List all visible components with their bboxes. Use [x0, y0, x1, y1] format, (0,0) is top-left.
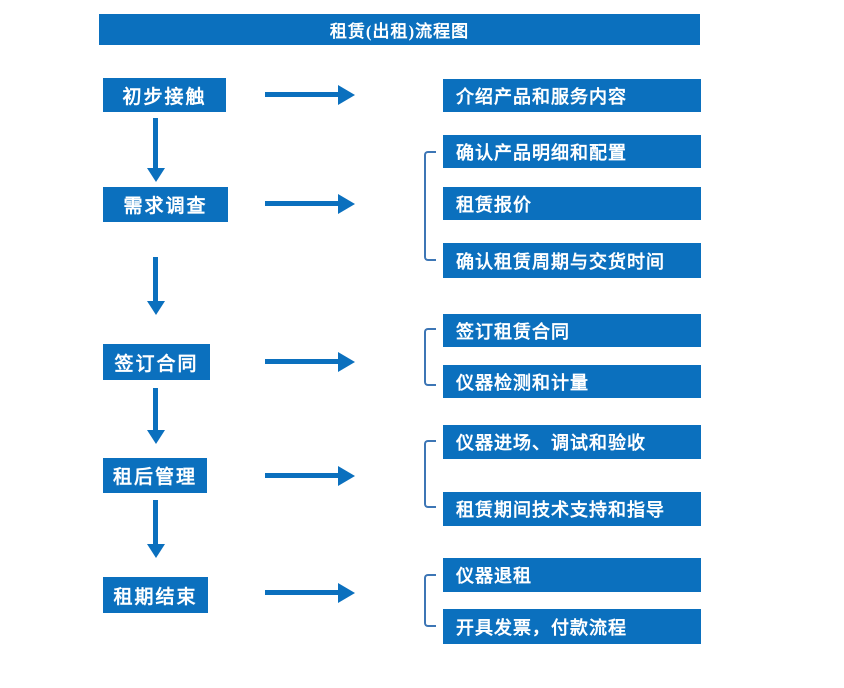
detail-box-sign-rental-contract: 签订租赁合同	[443, 314, 701, 347]
group-bracket-lease-end	[424, 574, 436, 627]
arrow-head-icon	[147, 301, 165, 315]
arrow-head-icon	[338, 352, 355, 372]
arrow-head-icon	[147, 544, 165, 558]
detail-box-confirm-period-delivery: 确认租赁周期与交货时间	[443, 243, 701, 278]
down-arrow-4	[147, 500, 165, 558]
detail-box-instrument-setup-acceptance: 仪器进场、调试和验收	[443, 425, 701, 459]
detail-box-rental-quote: 租赁报价	[443, 187, 701, 220]
arrow-shaft	[153, 388, 158, 432]
arrow-head-icon	[338, 583, 355, 603]
arrow-head-icon	[147, 168, 165, 182]
title-bar: 租赁(出租)流程图	[99, 14, 700, 45]
down-arrow-1	[147, 118, 165, 182]
right-arrow-2	[265, 194, 355, 214]
step-box-demand-survey: 需求调查	[103, 187, 228, 222]
group-bracket-post-rental	[424, 440, 436, 508]
detail-box-instrument-testing: 仪器检测和计量	[443, 365, 701, 398]
detail-box-confirm-product-config: 确认产品明细和配置	[443, 135, 701, 168]
page-title: 租赁(出租)流程图	[329, 22, 470, 41]
down-arrow-3	[147, 388, 165, 444]
right-arrow-1	[265, 85, 355, 105]
step-box-post-rental-management: 租后管理	[103, 458, 207, 493]
arrow-head-icon	[147, 430, 165, 444]
arrow-head-icon	[338, 194, 355, 214]
step-box-initial-contact: 初步接触	[103, 78, 226, 112]
arrow-shaft	[153, 257, 158, 303]
arrow-shaft	[153, 500, 158, 546]
arrow-shaft	[153, 118, 158, 170]
group-bracket-sign-contract	[424, 328, 436, 386]
arrow-shaft	[265, 590, 339, 595]
right-arrow-5	[265, 583, 355, 603]
detail-box-introduce-products: 介绍产品和服务内容	[443, 79, 701, 112]
detail-box-invoice-payment: 开具发票，付款流程	[443, 609, 701, 644]
down-arrow-2	[147, 257, 165, 315]
detail-box-instrument-return: 仪器退租	[443, 558, 701, 592]
step-box-sign-contract: 签订合同	[103, 344, 210, 380]
detail-box-tech-support: 租赁期间技术支持和指导	[443, 492, 701, 526]
step-box-lease-end: 租期结束	[103, 577, 208, 613]
right-arrow-3	[265, 352, 355, 372]
arrow-head-icon	[338, 85, 355, 105]
arrow-shaft	[265, 473, 339, 478]
group-bracket-demand-survey	[424, 151, 436, 261]
arrow-shaft	[265, 92, 339, 97]
arrow-head-icon	[338, 466, 355, 486]
arrow-shaft	[265, 201, 339, 206]
right-arrow-4	[265, 466, 355, 486]
arrow-shaft	[265, 359, 339, 364]
